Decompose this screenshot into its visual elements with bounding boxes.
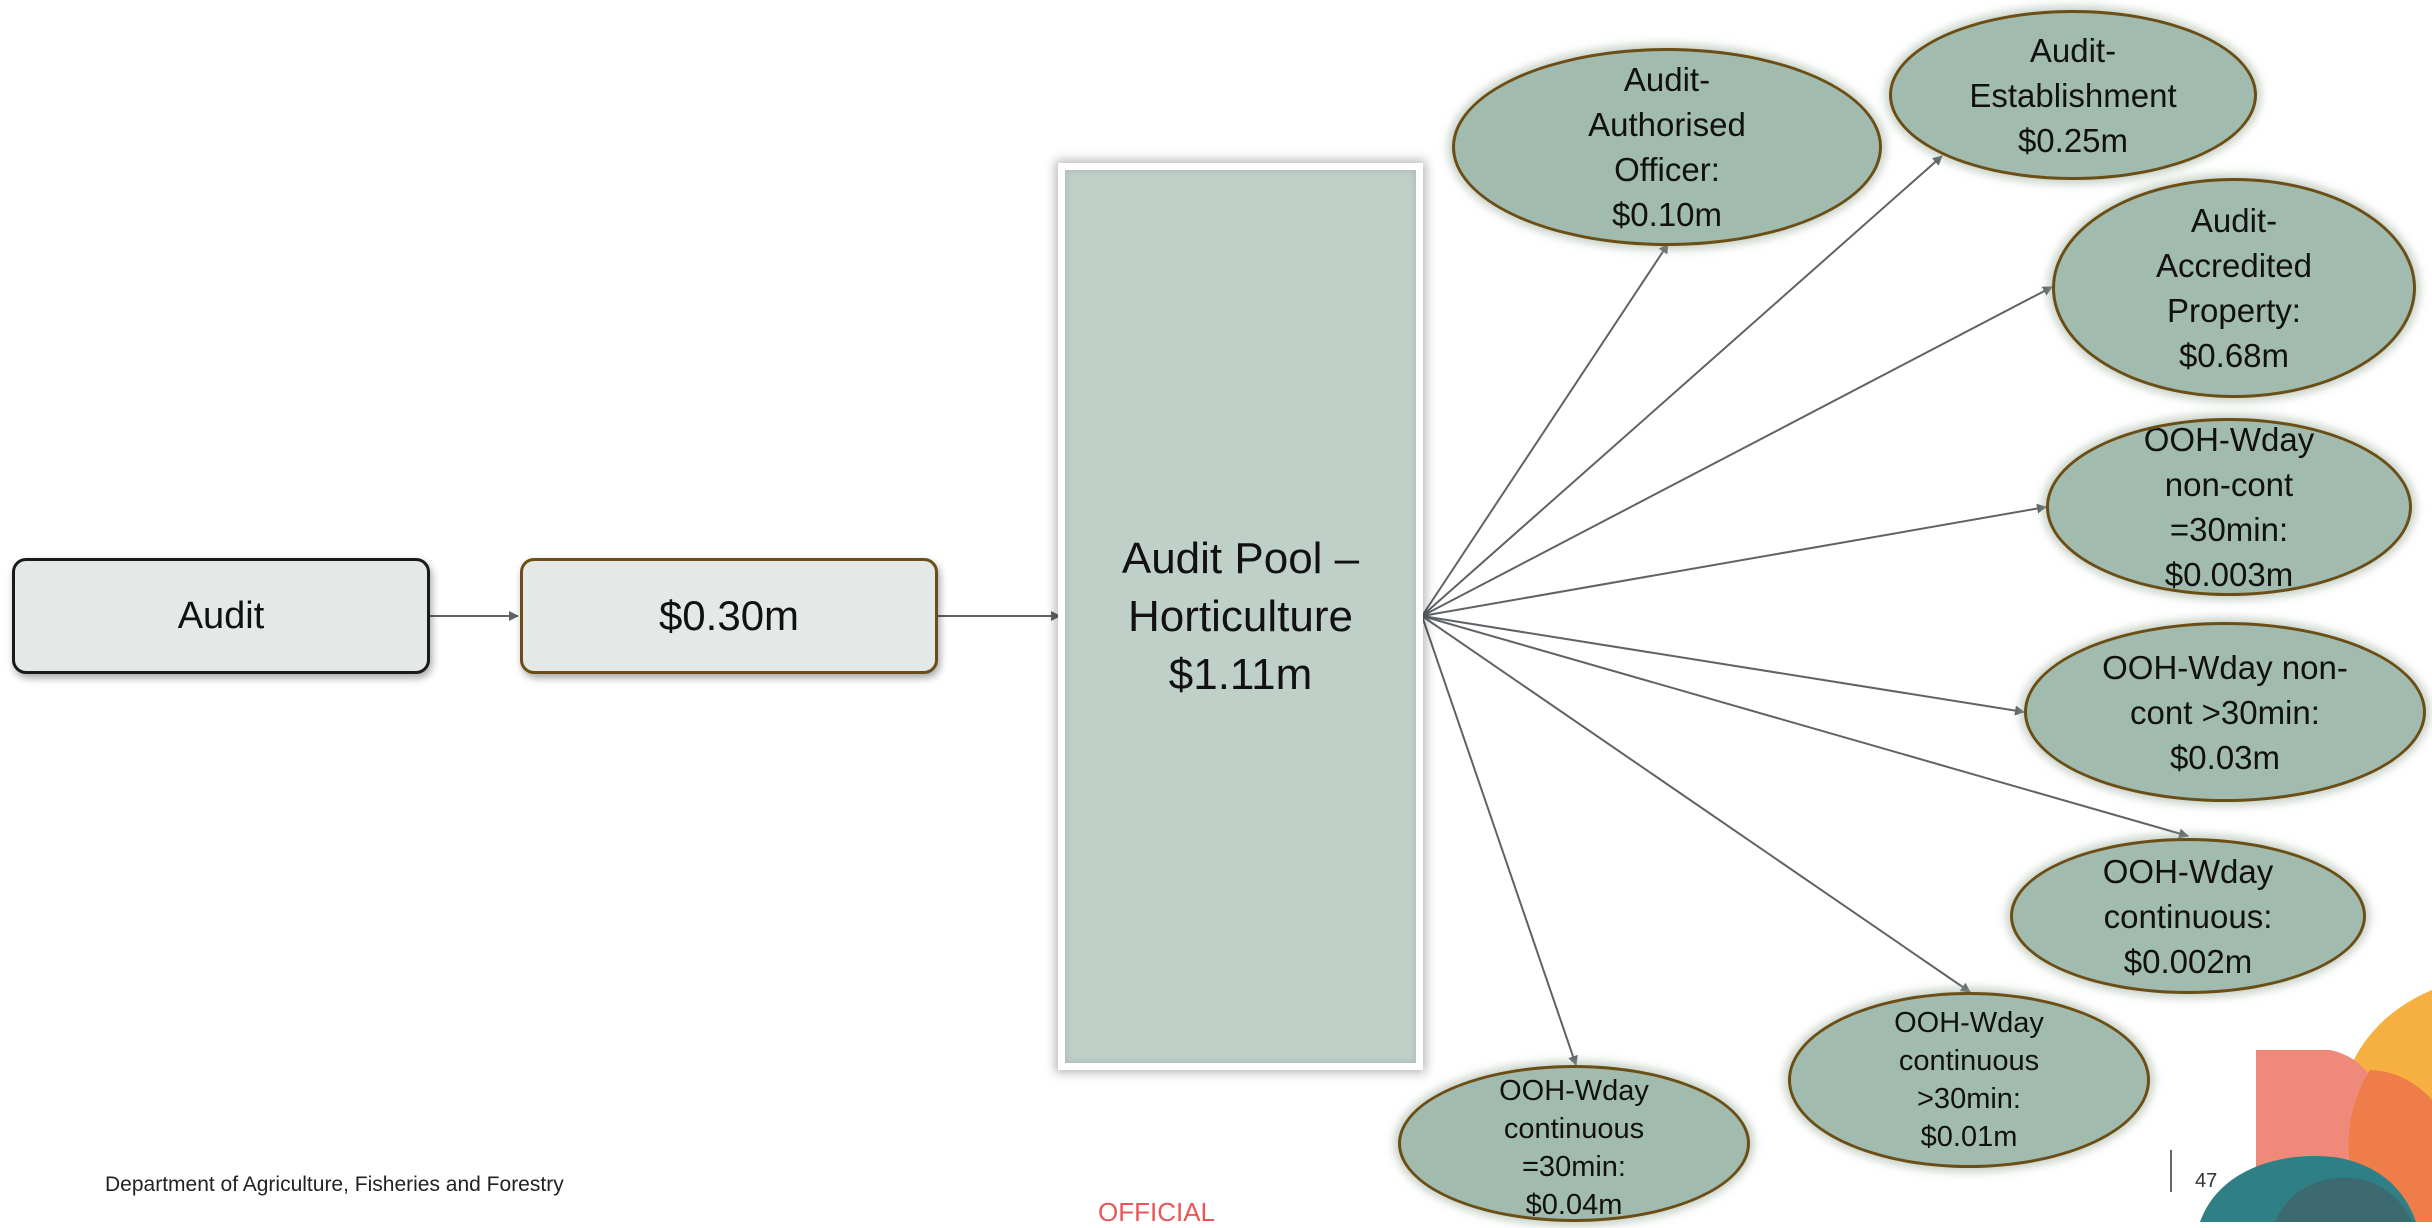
audit-amount-label: $0.30m	[658, 592, 800, 639]
target-accredited-property-label: Audit- Accredited Property: $0.68m	[2156, 202, 2312, 374]
target-establishment-label: Audit- Establishment $0.25m	[1969, 31, 2177, 159]
arrow-pool-to-ooh-wday-noncont-eq30	[1421, 503, 2047, 617]
target-ooh-wday-continuous-gt30-label: OOH-Wday continuous >30min: $0.01m	[1894, 1007, 2044, 1153]
arrow-pool-to-ooh-wday-noncont-gt30	[1421, 615, 2025, 716]
target-ooh-wday-noncont-eq30-label: OOH-Wday non-cont =30min: $0.003m	[2143, 421, 2315, 593]
target-accredited-property: Audit- Accredited Property: $0.68m	[2052, 178, 2416, 398]
target-authorised-officer-label: Audit- Authorised Officer: $0.10m	[1588, 61, 1746, 233]
audit-pool-box: Audit Pool – Horticulture $1.11m	[1058, 163, 1423, 1070]
target-authorised-officer: Audit- Authorised Officer: $0.10m	[1452, 48, 1882, 246]
audit-pool-line-3: $1.11m	[1168, 649, 1313, 699]
page-number-divider	[2170, 1150, 2172, 1192]
audit-source-box: Audit	[12, 558, 430, 674]
corner-decoration-graphic	[2200, 990, 2432, 1222]
deco-teal-dark	[2275, 1177, 2412, 1222]
footer-department: Department of Agriculture, Fisheries and…	[105, 1173, 564, 1196]
audit-pool-line-2: Horticulture	[1128, 591, 1353, 641]
audit-source-label: Audit	[177, 594, 265, 637]
audit-amount-box: $0.30m	[520, 558, 938, 674]
target-ooh-wday-noncont-eq30: OOH-Wday non-cont =30min: $0.003m	[2046, 418, 2412, 596]
target-ooh-wday-continuous: OOH-Wday continuous: $0.002m	[2010, 838, 2366, 994]
target-establishment: Audit- Establishment $0.25m	[1889, 10, 2257, 180]
arrow-pool-to-ooh-wday-continuous-gt30	[1421, 615, 1971, 993]
target-ooh-wday-continuous-eq30: OOH-Wday continuous =30min: $0.04m	[1398, 1065, 1750, 1222]
arrow-pool-to-ooh-wday-continuous-eq30	[1421, 615, 1578, 1066]
audit-pool-line-1: Audit Pool –	[1121, 533, 1360, 583]
arrow-pool-to-accredited-property	[1421, 286, 2053, 617]
target-ooh-wday-noncont-gt30: OOH-Wday non- cont >30min: $0.03m	[2024, 622, 2426, 802]
audit-pool-label: Audit Pool – Horticulture $1.11m	[1122, 530, 1359, 704]
target-ooh-wday-continuous-eq30-label: OOH-Wday continuous =30min: $0.04m	[1499, 1075, 1649, 1221]
page-number: 47	[2195, 1170, 2218, 1192]
arrow-pool-to-authorised-officer	[1421, 243, 1669, 617]
target-ooh-wday-noncont-gt30-label: OOH-Wday non- cont >30min: $0.03m	[2102, 648, 2348, 776]
target-ooh-wday-continuous-label: OOH-Wday continuous: $0.002m	[2102, 852, 2274, 980]
arrow-pool-to-ooh-wday-continuous	[1421, 615, 2189, 839]
footer-classification: OFFICIAL	[1098, 1197, 1216, 1227]
target-ooh-wday-continuous-gt30: OOH-Wday continuous >30min: $0.01m	[1788, 992, 2150, 1168]
arrow-pool-to-establishment	[1421, 155, 1943, 617]
